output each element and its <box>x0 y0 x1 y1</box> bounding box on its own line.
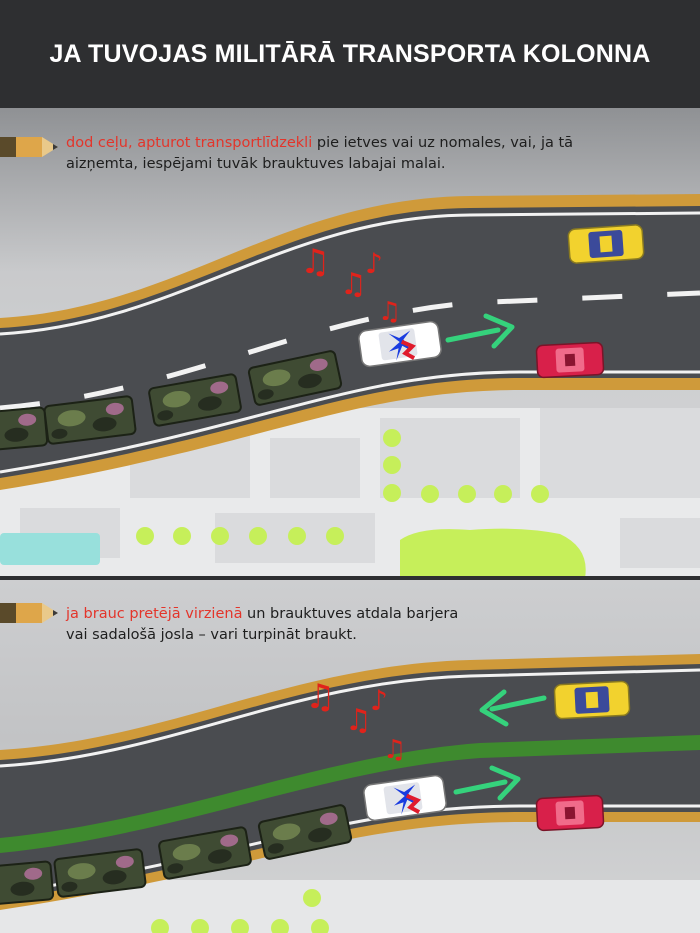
arrow-icon <box>479 689 547 727</box>
arrow-icon <box>445 313 515 349</box>
svg-text:♫: ♫ <box>340 267 367 302</box>
svg-text:♫: ♫ <box>305 677 335 717</box>
caption-line2: vai sadalošā josla – vari turpināt brauk… <box>66 627 357 643</box>
city-map-blocks <box>20 408 700 568</box>
taxi-car <box>567 224 645 264</box>
caption-line1-rest: pie ietves vai uz nomales, vai, ja tā <box>312 135 574 151</box>
caption-line2: aizņemta, iespējami tuvāk brauktuves lab… <box>66 156 446 172</box>
caption-opposite-direction: ja brauc pretējā virzienā un brauktuves … <box>66 604 666 646</box>
panel-divider <box>0 576 700 580</box>
taxi-car <box>553 680 631 720</box>
svg-text:♪: ♪ <box>365 247 383 280</box>
red-car <box>535 794 605 832</box>
svg-text:♫: ♫ <box>378 297 401 327</box>
map-park <box>400 528 586 578</box>
caption-highlight: ja brauc pretējā virzienā <box>66 606 243 622</box>
page-title: JA TUVOJAS MILITĀRĀ TRANSPORTA KOLONNA <box>49 39 651 68</box>
map-water <box>0 533 100 565</box>
svg-text:♪: ♪ <box>370 684 388 717</box>
pencil-icon <box>0 603 58 623</box>
map-trees <box>136 429 549 545</box>
scene-opposite-illustration: ♫ ♫ ♪ ♫ <box>0 580 700 933</box>
scene-give-way: ♫ ♫ ♪ ♫ dod ceļu, apturot transportlīdze… <box>0 108 700 578</box>
caption-highlight: dod ceļu, apturot transportlīdzekli <box>66 135 313 151</box>
music-notes-icon: ♫ ♫ ♪ ♫ <box>305 677 406 765</box>
caption-line1-rest: un brauktuves atdala barjera <box>242 606 459 622</box>
median-strip <box>0 735 700 853</box>
pencil-icon <box>0 137 58 157</box>
scene-opposite-direction: ♫ ♫ ♪ ♫ ja brauc pretējā virzienā un bra… <box>0 580 700 933</box>
arrow-icon <box>453 765 521 801</box>
svg-text:♫: ♫ <box>300 242 330 282</box>
svg-text:♫: ♫ <box>383 735 406 765</box>
military-convoy <box>0 804 353 908</box>
caption-give-way: dod ceļu, apturot transportlīdzekli pie … <box>66 133 666 175</box>
header-bar: JA TUVOJAS MILITĀRĀ TRANSPORTA KOLONNA <box>0 0 700 108</box>
military-convoy <box>0 350 343 454</box>
scene-give-way-illustration: ♫ ♫ ♪ ♫ <box>0 108 700 578</box>
red-car <box>535 341 605 379</box>
svg-text:♫: ♫ <box>345 703 372 738</box>
police-car <box>358 320 442 368</box>
police-car <box>363 774 447 822</box>
music-notes-icon: ♫ ♫ ♪ ♫ <box>300 242 401 327</box>
map-trees <box>151 889 329 933</box>
